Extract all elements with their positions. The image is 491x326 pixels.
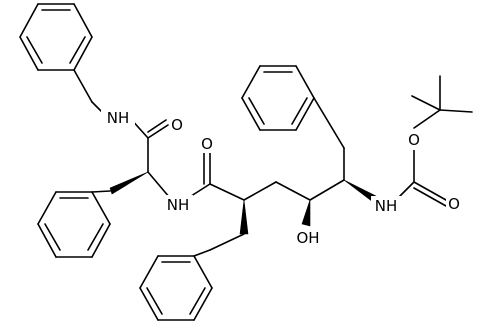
- carbamate-stereo-center: [343, 147, 377, 203]
- svg-text:OH: OH: [296, 229, 319, 247]
- stereo-wedge-2: [239, 199, 249, 235]
- hydroxy-chain: [275, 179, 345, 227]
- svg-text:NH: NH: [107, 109, 130, 127]
- svg-text:NH: NH: [167, 196, 190, 214]
- label-o-amide-mid: O: [199, 135, 215, 153]
- benzyl-ring-top-right: [241, 65, 345, 149]
- svg-text:O: O: [408, 131, 420, 149]
- label-o-ester: O: [406, 130, 422, 150]
- svg-text:O: O: [448, 195, 460, 213]
- svg-text:O: O: [201, 135, 213, 153]
- phenylglycine-center: [109, 137, 171, 199]
- svg-text:O: O: [171, 116, 183, 134]
- label-nh-carbamate: NH: [371, 196, 401, 216]
- label-o-carbonyl: O: [446, 194, 462, 214]
- benzyl-ring-top-left: [19, 3, 93, 71]
- stereo-wedge-3: [301, 199, 311, 227]
- label-oh: OH: [293, 228, 323, 248]
- label-o-amide-top: O: [169, 115, 185, 135]
- benzyl-ring-bottom: [139, 249, 213, 321]
- amide-carbonyl-top: [147, 119, 169, 139]
- boc-group: [397, 75, 473, 207]
- phenyl-ring-middle-left: [37, 190, 111, 258]
- amide-mid-bonds: [187, 149, 245, 201]
- stereo-wedge-1: [109, 171, 149, 195]
- label-nh-benzyl: NH: [101, 108, 135, 128]
- benzyl-stereo-center: [209, 181, 277, 251]
- label-nh-amide-mid: NH: [163, 195, 193, 215]
- svg-text:NH: NH: [375, 197, 398, 215]
